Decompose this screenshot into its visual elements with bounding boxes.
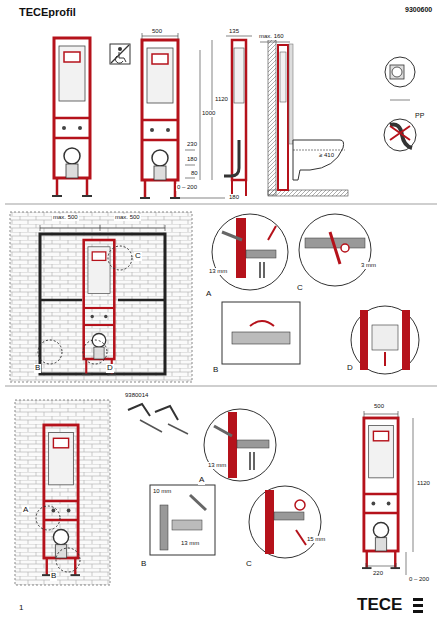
dimension-label: max. 500 [114, 214, 141, 221]
page-number: 1 [18, 604, 24, 613]
dimension-label: 135 [228, 28, 240, 35]
document-number: 9300600 [404, 6, 433, 14]
dimension-label: 15 mm [306, 536, 326, 543]
title: TECEprofil [18, 6, 77, 18]
dimension-label: 13 mm [207, 462, 227, 469]
dimension-label: 500 [373, 403, 385, 410]
callout-letter: D [106, 364, 114, 373]
dimension-label: 13 mm [180, 540, 200, 547]
callout-letter: C [134, 252, 142, 261]
dimension-label: 80 [190, 170, 199, 177]
dimension-label: 13 mm [208, 268, 228, 275]
dimension-label: 1000 [201, 110, 216, 117]
dimension-label: 3 mm [360, 262, 377, 269]
callout-letter: A [22, 506, 29, 515]
callout-letter: A [205, 290, 212, 299]
callout-letter: A [198, 476, 205, 485]
dimension-label: 220 [372, 570, 384, 577]
dimension-label: 1120 [214, 96, 229, 103]
callout-letter: B [50, 572, 57, 581]
dimension-label: max. 160 [258, 33, 285, 40]
dimension-label: ≥ 410 [318, 152, 335, 159]
callout-letter: C [245, 560, 253, 569]
part-number: 9380014 [124, 392, 149, 399]
dimension-label: 0 – 200 [176, 184, 198, 191]
callout-letter: B [140, 560, 147, 569]
material-label: PP [414, 112, 425, 120]
brand-logo: TECE [356, 596, 403, 615]
dimension-label: max. 500 [52, 214, 79, 221]
callout-letter: B [212, 366, 219, 375]
dimension-label: 500 [151, 28, 163, 35]
dimension-label: 0 – 200 [408, 576, 430, 583]
dimension-label: 180 [186, 156, 198, 163]
dimension-label: 1120 [416, 480, 431, 487]
dimension-label: 230 [186, 141, 198, 148]
dimension-label: 10 mm [152, 488, 172, 495]
dimension-label: 180 [228, 194, 240, 201]
callout-letter: B [34, 364, 41, 373]
callout-letter: C [296, 284, 304, 293]
callout-letter: D [346, 364, 354, 373]
